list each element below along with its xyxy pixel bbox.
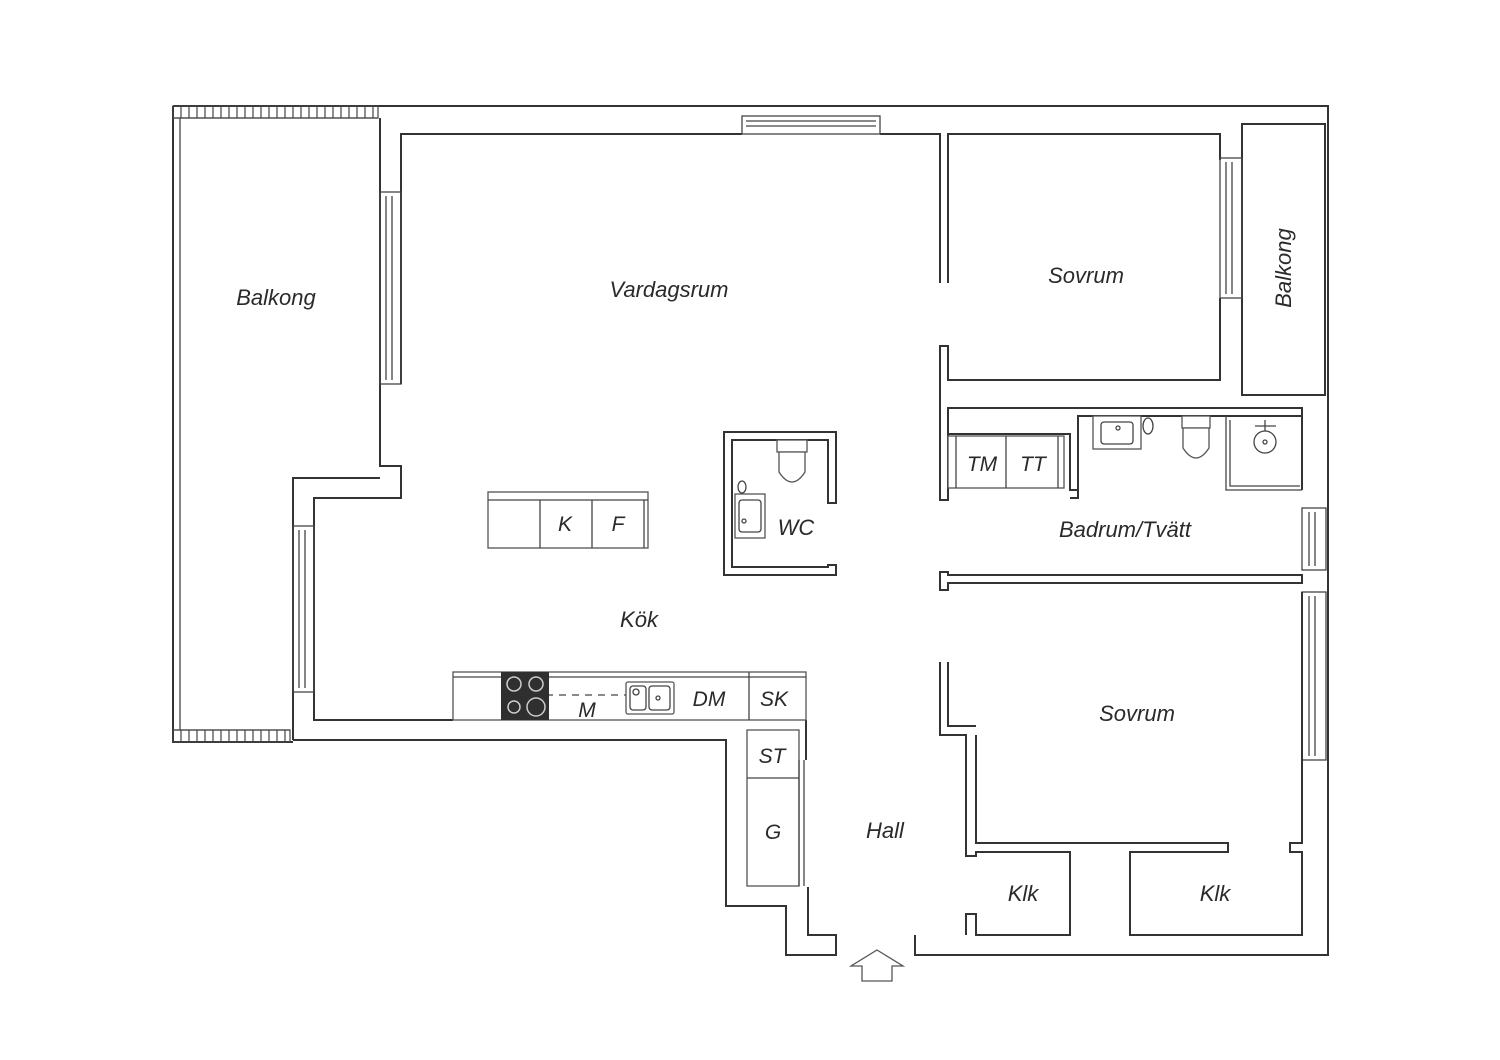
room-label-kok: Kök xyxy=(620,607,659,632)
fixture-label-k: K xyxy=(558,513,573,536)
balcony-left xyxy=(172,105,380,743)
railing-frame xyxy=(172,729,291,743)
fixture-label-tt: TT xyxy=(1020,453,1048,476)
room-label-badrum: Badrum/Tvätt xyxy=(1059,517,1192,542)
fixture-label-f: F xyxy=(612,513,626,536)
laundry-machines xyxy=(947,435,1065,489)
room-label-vardagsrum: Vardagsrum xyxy=(609,277,728,302)
bathroom-toilet-icon xyxy=(1181,415,1211,459)
window-kitchen-left xyxy=(292,525,315,693)
balcony-railing-bottom xyxy=(172,729,291,743)
room-label-sovrum-top: Sovrum xyxy=(1048,263,1124,288)
room-label-klk-right: Klk xyxy=(1200,881,1232,906)
shower-icon xyxy=(1253,420,1277,454)
window-bedroom-bottom xyxy=(1301,591,1327,761)
kitchen-island xyxy=(487,491,649,549)
room-label-balkong-left: Balkong xyxy=(236,285,316,310)
fixture-label-dm: DM xyxy=(693,688,726,711)
room-label-sovrum-bottom: Sovrum xyxy=(1099,701,1175,726)
fixture-label-m: M xyxy=(578,699,596,722)
wc-toilet-icon xyxy=(776,439,808,483)
window-bedroom-top xyxy=(1219,157,1243,299)
room-label-wc: WC xyxy=(778,515,815,540)
stove-icon xyxy=(501,672,549,720)
bathroom-sink-icon xyxy=(1092,415,1154,450)
railing-frame xyxy=(172,105,379,119)
fixture-label-st: ST xyxy=(759,745,788,768)
fixture-label-tm: TM xyxy=(967,453,998,476)
kitchen-sink-icon xyxy=(625,681,675,715)
fixture-label-sk: SK xyxy=(760,688,789,711)
fixture-label-g: G xyxy=(765,821,781,844)
interior-walls xyxy=(939,415,1303,936)
entrance-arrow-icon xyxy=(848,949,906,982)
room-label-klk-left: Klk xyxy=(1008,881,1040,906)
window-living-left xyxy=(379,191,402,385)
balcony-railing-top xyxy=(172,105,379,119)
kitchen-counter xyxy=(452,671,807,721)
hall-closets xyxy=(746,729,805,887)
room-label-hall: Hall xyxy=(866,818,905,843)
window-bathroom xyxy=(1301,507,1327,571)
room-label-balkong-right: Balkong xyxy=(1271,227,1296,307)
wc-room xyxy=(723,431,837,576)
wc-sink-icon xyxy=(734,480,766,539)
window-top xyxy=(741,115,881,135)
